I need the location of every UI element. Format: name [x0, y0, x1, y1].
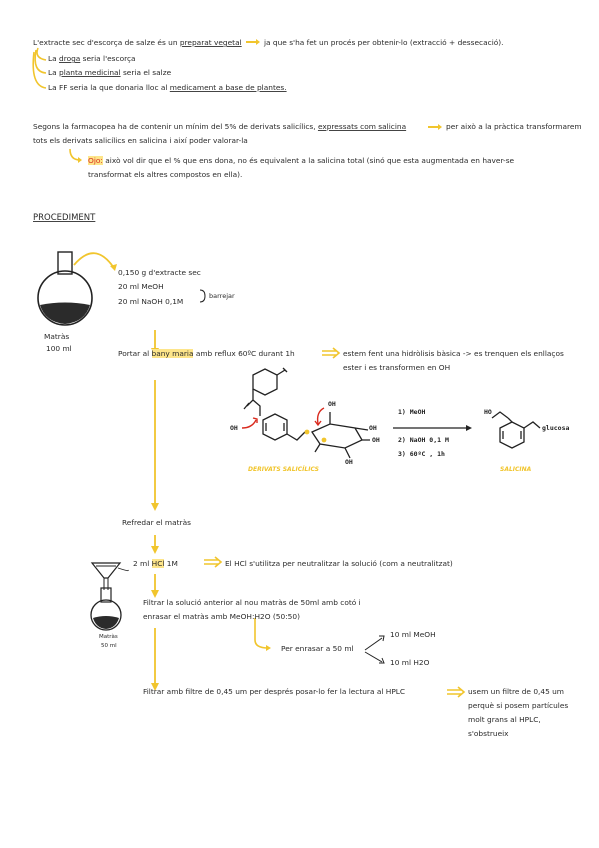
step-filtre-hplc: Filtrar amb filtre de 0,45 um per despré…: [143, 687, 406, 696]
bullet-ff-pre: La FF seria la que donaria lloc al: [48, 83, 170, 92]
filtre-note-line-2: perquè si posem partícules: [468, 701, 569, 710]
step-filtrar-line-1: Filtrar la solució anterior al nou matrà…: [143, 598, 361, 607]
reaction-oh-5: OH: [345, 458, 353, 466]
step-3-pre: 2 ml: [133, 559, 152, 568]
step-3-post: 1M: [164, 559, 178, 568]
ojo-note-line-2: transformat els altres compostos en ella…: [88, 170, 243, 179]
bullet-ff: La FF seria la que donaria lloc al medic…: [48, 83, 287, 93]
reaction-oh-red-1: OH: [230, 424, 238, 432]
step-1-post: amb reflux 60ºC durant 1h: [193, 349, 295, 358]
intro-line-1-text: L'extracte sec d'escorça de salze és un: [33, 38, 180, 47]
reagent-naoh: 20 ml NaOH 0,1M: [118, 297, 184, 306]
step-1-note-line-2: ester i es transformen en OH: [343, 363, 451, 372]
flask-2-label-2: 50 ml: [101, 643, 117, 649]
paragraph-2-line-1: Segons la farmacopea ha de contenir un m…: [33, 122, 406, 132]
flask-2-label-1: Matràs: [99, 634, 118, 640]
flask-100ml-drawing: [37, 251, 93, 326]
product-glucosa: glucosa: [542, 424, 570, 432]
ojo-text: això vol dir que el % que ens dona, no é…: [102, 156, 515, 165]
product-structure: [491, 411, 541, 449]
bullet-planta-pre: La: [48, 68, 59, 77]
enrasar-meoh: 10 ml MeOH: [390, 630, 436, 639]
filtre-note-line-3: molt grans al HPLC,: [468, 715, 541, 724]
step-hcl-note: El HCl s'utilitza per neutralitzar la so…: [225, 559, 453, 568]
bullet-droga-post: seria l'escorça: [80, 54, 136, 63]
reagent-meoh: 20 ml MeOH: [118, 282, 164, 291]
p2-line-1-text: Segons la farmacopea ha de contenir un m…: [33, 122, 318, 131]
ojo-note-line-1: Ojo: això vol dir que el % que ens dona,…: [88, 156, 514, 166]
step-1-pre: Portar al: [118, 349, 152, 358]
step-refredar: Refredar el matràs: [122, 518, 191, 527]
bullet-droga-pre: La: [48, 54, 59, 63]
procediment-title: PROCEDIMENT: [33, 213, 96, 223]
step-filtrar-line-2: enrasar el matràs amb MeOH:H2O (50:50): [143, 612, 300, 621]
barrejar-label: barrejar: [209, 292, 235, 300]
step-1-note-line-1: estem fent una hidròlisis bàsica -> es t…: [343, 349, 564, 358]
reactant-label: DERIVATS SALICÍLICS: [248, 466, 319, 473]
intro-line-1: L'extracte sec d'escorça de salze és un …: [33, 38, 242, 48]
reactant-structure: [243, 367, 370, 459]
term-medicament: medicament a base de plantes.: [169, 83, 287, 92]
term-planta-medicinal: planta medicinal: [59, 68, 121, 77]
reagent-extracte: 0,150 g d'extracte sec: [118, 268, 201, 277]
product-label: SALICINA: [500, 466, 532, 473]
flask-1-label-2: 100 ml: [46, 344, 72, 353]
bullet-planta: La planta medicinal seria el salze: [48, 68, 171, 78]
bullet-droga: La droga seria l'escorça: [48, 54, 136, 64]
step-hcl: 2 ml HCl 1M: [133, 559, 178, 569]
bullet-planta-post: seria el salze: [120, 68, 172, 77]
enrasar-h2o: 10 ml H2O: [390, 658, 430, 667]
enrasar-label: Per enrasar a 50 ml: [281, 644, 354, 653]
reaction-oh-3: OH: [369, 424, 377, 432]
ojo-label: Ojo:: [88, 156, 103, 165]
filtre-note-line-1: usem un filtre de 0,45 um: [468, 687, 565, 696]
paragraph-2-line-1-end: per això a la pràctica transformarem: [446, 122, 582, 131]
term-hcl: HCl: [151, 559, 165, 568]
term-salicina: expressats com salicina: [317, 122, 407, 131]
paragraph-2-line-2: tots els derivats salicílics en salicina…: [33, 136, 248, 145]
filtre-note-line-4: s'obstrueix: [468, 729, 509, 738]
term-bany-maria: bany maria: [151, 349, 194, 358]
reaction-oh-4: OH: [372, 436, 380, 444]
flask-50ml-drawing: [90, 562, 122, 631]
step-bany-maria: Portar al bany maria amb reflux 60ºC dur…: [118, 349, 295, 359]
flask-1-label-1: Matràs: [44, 332, 70, 341]
reaction-condition-1: 1) MeOH: [398, 408, 426, 416]
term-droga: droga: [59, 54, 81, 63]
term-preparat-vegetal: preparat vegetal: [179, 38, 242, 47]
product-ho: HO: [484, 408, 492, 416]
reaction-oh-red-2: OH: [328, 400, 336, 408]
reaction-condition-2: 2) NaOH 0,1 M: [398, 436, 449, 444]
intro-line-1-end: ja que s'ha fet un procés per obtenir-lo…: [264, 38, 504, 47]
reaction-condition-3: 3) 60ºC , 1h: [398, 450, 445, 458]
